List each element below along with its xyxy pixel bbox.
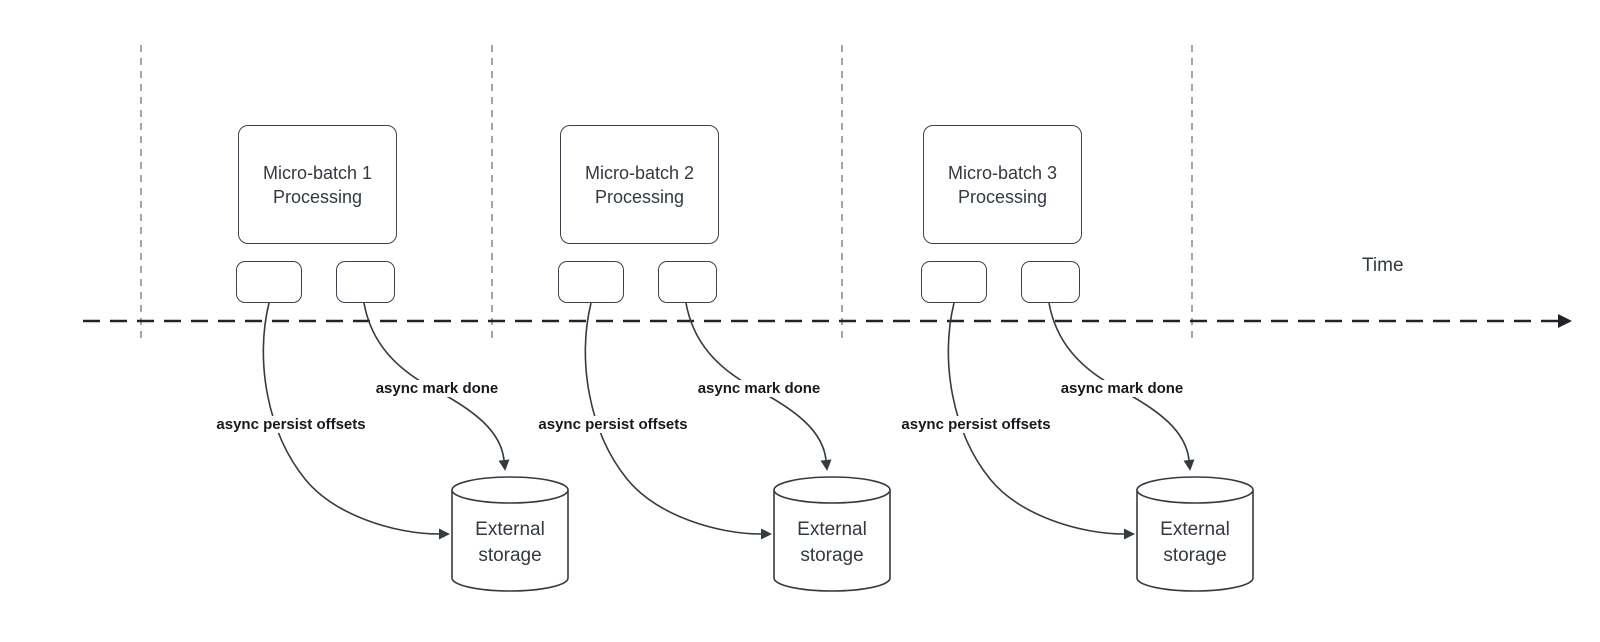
async-persist-offsets-label-3: async persist offsets bbox=[898, 416, 1054, 433]
micro-batch-1-box: Micro-batch 1 Processing bbox=[238, 125, 397, 244]
batch-1-graphics bbox=[262, 302, 569, 592]
async-persist-offsets-arrow bbox=[262, 302, 450, 540]
time-axis-label: Time bbox=[1362, 255, 1404, 276]
persist-offsets-task-box-2 bbox=[558, 261, 624, 303]
async-persist-offsets-label-2: async persist offsets bbox=[535, 416, 691, 433]
persist-offsets-task-box-1 bbox=[236, 261, 302, 303]
micro-batch-2-box: Micro-batch 2 Processing bbox=[560, 125, 719, 244]
mark-done-task-box-1 bbox=[336, 261, 395, 303]
async-mark-done-label-1: async mark done bbox=[372, 380, 502, 397]
persist-offsets-task-box-3 bbox=[921, 261, 987, 303]
micro-batch-3-box: Micro-batch 3 Processing bbox=[923, 125, 1082, 244]
external-storage-cylinder bbox=[451, 476, 569, 592]
mark-done-task-box-3 bbox=[1021, 261, 1080, 303]
cylinder-body bbox=[451, 490, 569, 578]
micro-batch-3-box-label: Micro-batch 3 Processing bbox=[947, 162, 1058, 207]
cylinder-top bbox=[451, 476, 569, 504]
async-mark-done-label-3: async mark done bbox=[1057, 380, 1187, 397]
external-storage-label-3: External storage bbox=[1160, 519, 1230, 566]
async-persist-offsets-label-1: async persist offsets bbox=[213, 416, 369, 433]
mark-done-task-box-2 bbox=[658, 261, 717, 303]
micro-batch-2-box-label: Micro-batch 2 Processing bbox=[584, 162, 695, 207]
external-storage-label-1: External storage bbox=[475, 519, 545, 566]
async-mark-done-label-2: async mark done bbox=[694, 380, 824, 397]
micro-batch-1-box-label: Micro-batch 1 Processing bbox=[262, 162, 373, 207]
external-storage-label-2: External storage bbox=[797, 519, 867, 566]
